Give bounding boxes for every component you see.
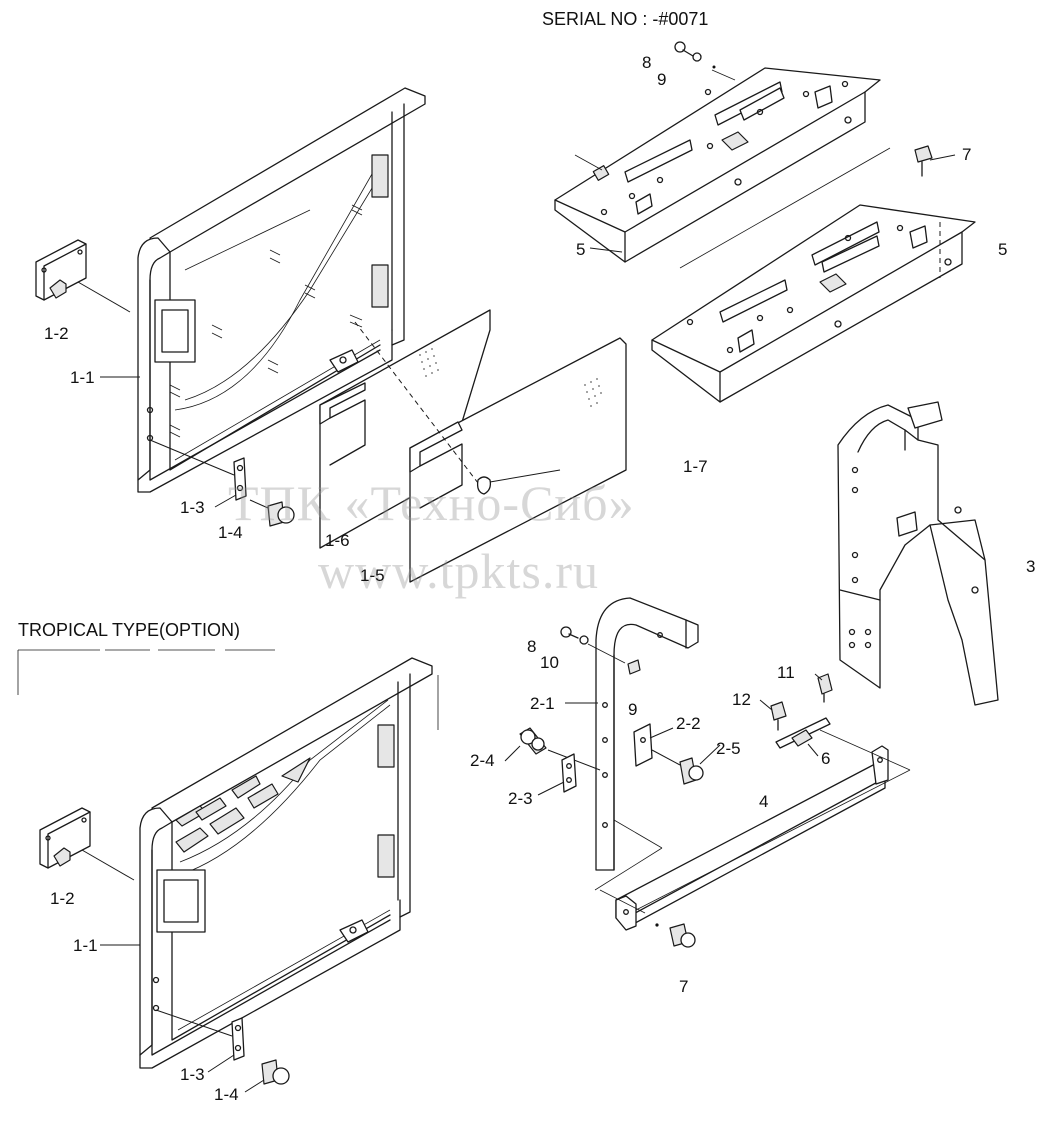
callout-label: 3 [1026, 557, 1036, 576]
watermark-url: www.tpkts.ru [318, 543, 599, 599]
callout-label: 2-5 [716, 739, 741, 758]
callout-label: 11 [777, 663, 795, 682]
callout-label: 1-1 [73, 936, 98, 955]
callout-label: 1-3 [180, 498, 205, 517]
callout-label: 2-1 [530, 694, 555, 713]
tropical-type-title: TROPICAL TYPE(OPTION) [18, 620, 241, 640]
watermark-company: ТПК «Техно-Сиб» [228, 475, 635, 531]
callout-label: 2-3 [508, 789, 533, 808]
bracket-bolt-upper [149, 439, 295, 527]
callout-label: 4 [759, 792, 769, 811]
guide-line [679, 147, 891, 269]
callout-label: 2-2 [676, 714, 701, 733]
callout-label: 10 [540, 653, 559, 672]
callout-label: 7 [679, 977, 689, 996]
callout-label: 1-1 [70, 368, 95, 387]
door-frame-upper [137, 87, 426, 493]
door-frame-lower [139, 657, 433, 1069]
tropical-section-frame [17, 649, 439, 730]
callout-label: 1-2 [50, 889, 75, 908]
callout-label: 8 [642, 53, 652, 72]
callout-label: 8 [527, 637, 537, 656]
rod-6 [770, 673, 833, 749]
callout-label: 1-2 [44, 324, 69, 343]
callout-label: 1-3 [180, 1065, 205, 1084]
serial-number-title: SERIAL NO : -#0071 [542, 9, 709, 29]
callout-label: 1-7 [683, 457, 708, 476]
panel-1-6 [319, 309, 491, 549]
callout-label: 1-5 [360, 566, 385, 585]
bracket-5-lower [651, 145, 976, 403]
bracket-2-1 [560, 597, 699, 891]
leader-lines [100, 154, 956, 796]
callout-label: 6 [821, 749, 831, 768]
callout-label: 9 [657, 70, 667, 89]
bracket-3 [837, 401, 999, 706]
latch-lower [39, 807, 135, 881]
callout-label: 5 [576, 240, 586, 259]
callout-label: 9 [628, 700, 638, 719]
rail-4 [599, 729, 911, 948]
callout-label: 12 [732, 690, 751, 709]
hardware-2-x [519, 723, 704, 793]
callout-label: 1-4 [214, 1085, 239, 1104]
bracket-5-upper [554, 41, 881, 263]
panel-1-5 [354, 321, 627, 583]
callout-label: 7 [962, 145, 972, 164]
callout-label: 5 [998, 240, 1008, 259]
callout-label: 1-6 [325, 531, 350, 550]
callout-label: 1-4 [218, 523, 243, 542]
latch-upper [35, 239, 131, 313]
bracket-bolt-lower [100, 944, 290, 1093]
callout-label: 2-4 [470, 751, 495, 770]
